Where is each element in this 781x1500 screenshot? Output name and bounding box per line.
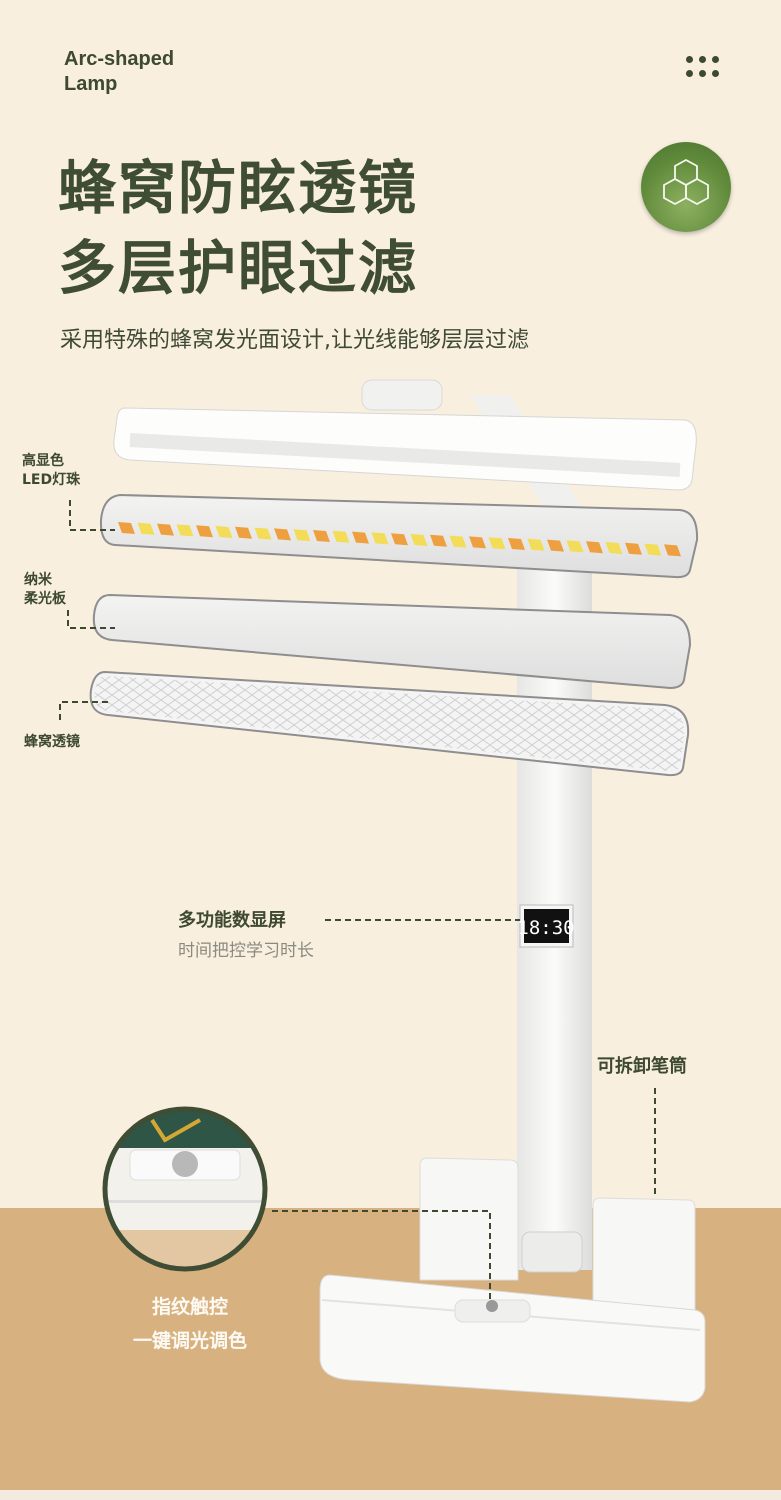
- led-bead: [118, 522, 135, 534]
- led-bead: [137, 522, 155, 535]
- pen-cup-right: [592, 1197, 696, 1323]
- soft-light-panel: [92, 593, 692, 690]
- honeycomb-badge: [641, 142, 731, 232]
- led-bead: [332, 530, 350, 543]
- led-bead: [293, 529, 311, 542]
- led-bead: [157, 523, 174, 536]
- led-bead: [410, 534, 428, 546]
- label-honeycomb-lens: 蜂窝透镜: [24, 734, 80, 750]
- feature-touch-control: 指纹触控 一键调光调色: [110, 1290, 270, 1358]
- led-bead: [664, 544, 681, 557]
- label-soft-panel: 纳米 柔光板: [24, 571, 66, 609]
- led-bead: [586, 541, 603, 554]
- led-bead: [196, 525, 213, 538]
- label-led-beads: 高显色 LED灯珠: [22, 452, 80, 490]
- led-bead: [527, 538, 545, 551]
- label-soft-line-2: 柔光板: [24, 591, 66, 607]
- led-bead: [644, 543, 662, 556]
- label-led-line-2: LED灯珠: [22, 472, 81, 488]
- touch-detail-inset: [102, 1106, 268, 1272]
- page-title: 蜂窝防眩透镜 多层护眼过滤: [58, 148, 418, 308]
- led-bead: [566, 540, 584, 553]
- led-bead: [488, 537, 506, 550]
- feature-pen-holder: 可拆卸笔筒: [597, 1056, 687, 1077]
- brand-line-1: Arc-shaped: [64, 48, 175, 70]
- title-line-2: 多层护眼过滤: [58, 234, 419, 302]
- led-bead: [274, 528, 291, 541]
- more-dots-icon[interactable]: [686, 56, 722, 80]
- subtitle: 采用特殊的蜂窝发光面设计,让光线能够层层过滤: [60, 328, 529, 353]
- led-bead: [254, 527, 272, 540]
- clock-time: 18:30: [517, 917, 574, 939]
- led-bead: [605, 542, 623, 554]
- led-bead: [625, 542, 642, 555]
- touch-button: [486, 1300, 498, 1312]
- bottom-strip: [0, 1490, 781, 1500]
- pen-cup-left: [419, 1157, 519, 1281]
- led-bead: [313, 530, 330, 542]
- led-bead: [352, 531, 369, 544]
- feature-display-subtitle: 时间把控学习时长: [178, 941, 314, 961]
- led-bead: [430, 534, 447, 547]
- led-bead: [391, 533, 408, 546]
- touch-line-1: 指纹触控: [151, 1296, 228, 1318]
- title-line-1: 蜂窝防眩透镜: [58, 154, 419, 222]
- led-bead: [449, 535, 467, 548]
- hinge: [361, 379, 443, 411]
- brand-label: Arc-shaped Lamp: [64, 47, 174, 97]
- label-led-line-1: 高显色: [22, 453, 64, 469]
- feature-display-title: 多功能数显屏: [178, 910, 286, 931]
- led-bead: [508, 538, 525, 550]
- led-bead: [469, 536, 486, 549]
- led-bead: [547, 539, 564, 552]
- led-bead: [235, 526, 252, 539]
- honeycomb-icon: [663, 158, 709, 206]
- led-bead: [215, 526, 233, 538]
- led-beads: [118, 522, 681, 557]
- brand-line-2: Lamp: [64, 73, 118, 95]
- touch-line-2: 一键调光调色: [132, 1330, 247, 1352]
- led-bead: [176, 524, 194, 537]
- label-soft-line-1: 纳米: [24, 572, 52, 588]
- leader-lines: [59, 500, 656, 1300]
- led-bead: [371, 532, 389, 545]
